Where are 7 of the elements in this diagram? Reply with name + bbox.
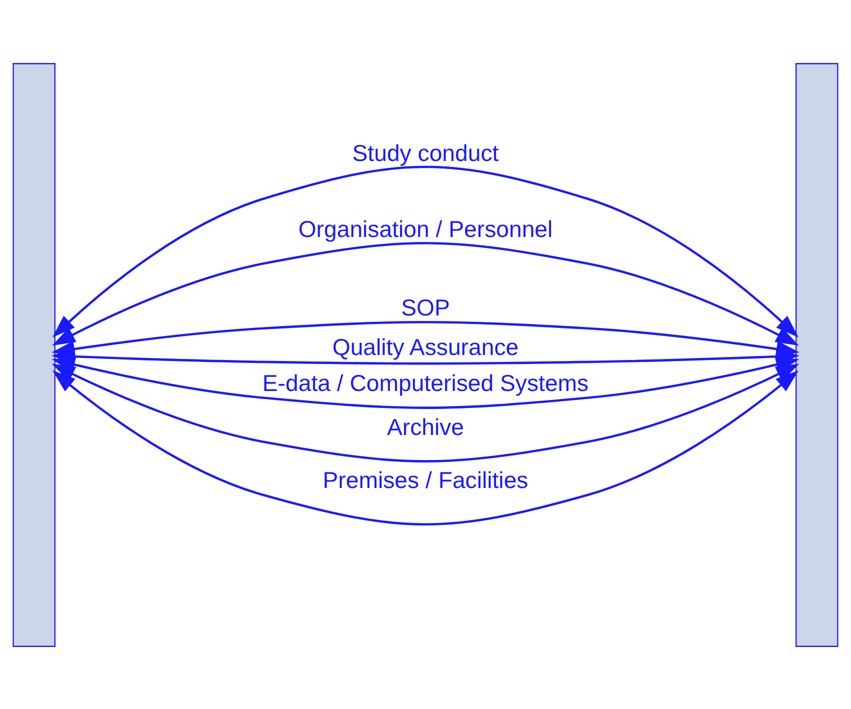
edge-label: Study conduct <box>352 139 499 166</box>
edge-label: Archive <box>386 413 464 440</box>
edge-label: E-data / Computerised Systems <box>262 369 589 396</box>
edge-label: Premises / Facilities <box>322 466 528 492</box>
edge-label: SOP <box>401 294 450 320</box>
edge-label: Quality Assurance <box>332 334 519 360</box>
edge-label: Organisation / Personnel <box>298 216 553 242</box>
